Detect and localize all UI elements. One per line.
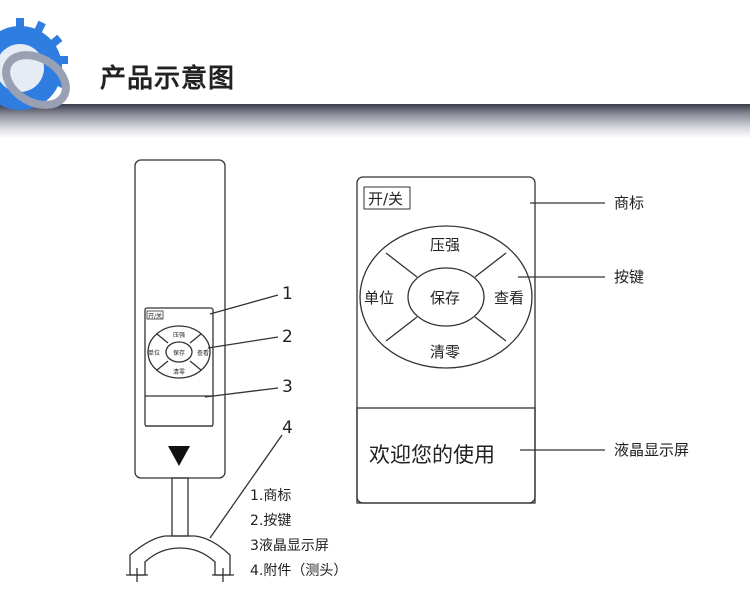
small-key-top: 压强 [173, 332, 185, 339]
callout-1: 1 [282, 284, 293, 304]
page-title: 产品示意图 [100, 64, 236, 94]
large-device [356, 176, 605, 504]
small-key-left: 单位 [148, 349, 160, 357]
label-display: 液晶显示屏 [614, 441, 689, 459]
large-key-center: 保存 [430, 289, 460, 307]
display-text: 欢迎您的使用 [369, 443, 495, 467]
small-key-right: 查看 [197, 349, 209, 357]
large-key-bottom: 清零 [430, 343, 460, 361]
callout-3: 3 [282, 377, 293, 397]
large-key-left: 单位 [364, 289, 394, 307]
down-arrow-icon [168, 446, 190, 466]
callout-4: 4 [282, 418, 293, 438]
small-switch-label: 开/关 [148, 312, 162, 320]
legend-item: 3液晶显示屏 [250, 538, 329, 554]
header-band [0, 104, 750, 138]
label-logo: 商标 [614, 194, 644, 212]
gear-logo-icon [0, 18, 70, 110]
small-device [126, 159, 283, 582]
legend-item: 1.商标 [250, 488, 291, 504]
small-key-bottom: 清零 [173, 368, 185, 376]
legend-item: 2.按键 [250, 513, 291, 529]
small-key-center: 保存 [173, 349, 185, 357]
label-keys: 按键 [614, 268, 644, 286]
large-key-top: 压强 [430, 236, 460, 254]
large-key-right: 查看 [494, 289, 524, 307]
large-switch-label: 开/关 [368, 190, 403, 208]
legend-item: 4.附件（测头） [250, 563, 347, 579]
callout-2: 2 [282, 327, 293, 347]
